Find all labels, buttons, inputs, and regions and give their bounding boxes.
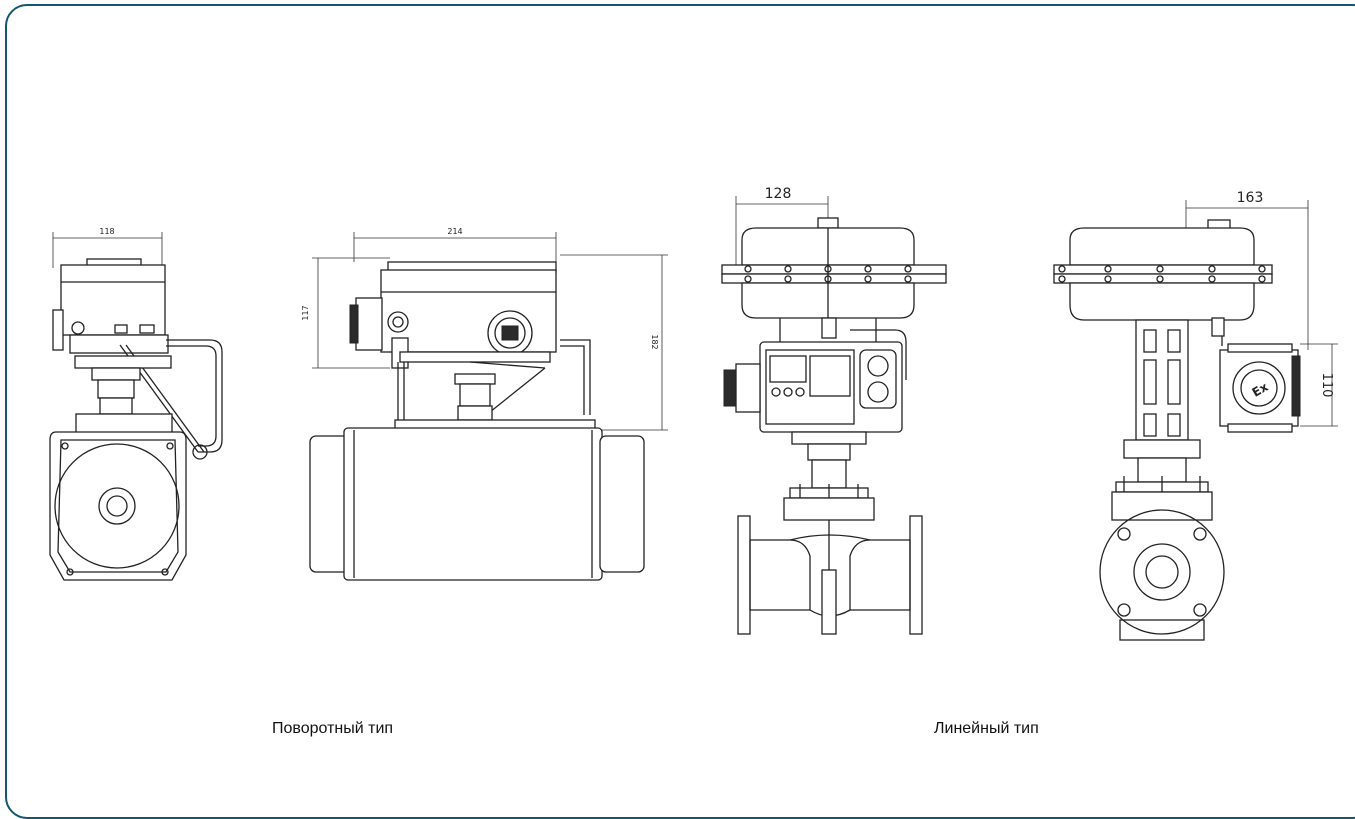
rotary-front-view: 118 — [49, 227, 223, 581]
dim-linear-side-height: 110 — [1319, 373, 1334, 398]
dim-rotary-front-width: 118 — [99, 227, 114, 236]
linear-front-view: 128 — [721, 186, 947, 635]
valve-positioner-drawings: 118 214 — [49, 186, 1338, 641]
caption-rotary-type: Поворотный тип — [272, 720, 394, 737]
dim-rotary-total-height: 182 — [650, 334, 659, 349]
dim-rotary-side-width: 214 — [447, 227, 462, 236]
dim-linear-front-width: 128 — [765, 186, 792, 202]
rotary-side-view: 214 117 182 — [301, 227, 668, 581]
caption-linear-type: Линейный тип — [934, 720, 1039, 737]
linear-side-view: 163 110 Ex — [1053, 190, 1338, 641]
dim-rotary-side-height: 117 — [301, 305, 310, 320]
dim-linear-side-width: 163 — [1237, 190, 1264, 206]
